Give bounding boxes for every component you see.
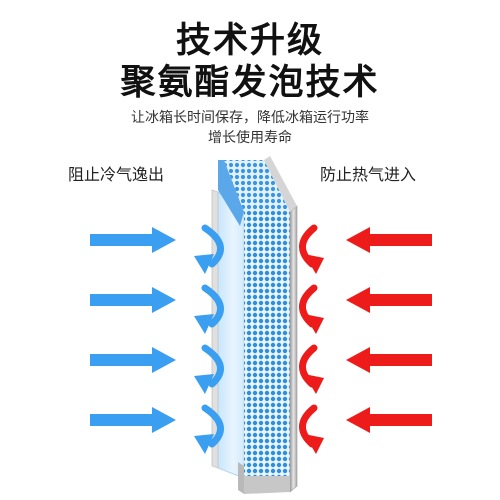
- polyurethane-foam-layer: [218, 160, 290, 476]
- cold-arrow-icon: [90, 347, 176, 373]
- label-block-cold-escape: 阻止冷气逸出: [68, 165, 165, 184]
- hot-arrow-icon: [346, 287, 432, 313]
- hot-arrow-icon: [346, 407, 432, 433]
- subtitle-line-2: 增长使用寿命: [208, 130, 292, 146]
- cold-arrow-icon: [90, 227, 176, 253]
- curved-cold-arrow-icon: [194, 404, 224, 454]
- outer-shell-edge: [238, 156, 298, 494]
- curved-hot-arrow-icon: [299, 404, 324, 454]
- curved-cold-arrow-icon: [194, 284, 224, 334]
- curved-hot-arrow-icon: [299, 284, 324, 334]
- headline-upgrade: 技术升级: [175, 21, 324, 61]
- curved-cold-arrow-icon: [194, 344, 224, 394]
- hot-arrow-icon: [346, 347, 432, 373]
- hot-arrow-icon: [346, 227, 432, 253]
- curved-cold-arrow-icon: [194, 224, 224, 274]
- label-block-heat-entry: 防止热气进入: [320, 165, 417, 184]
- subtitle-line-1: 让冰箱长时间保存，降低冰箱运行功率: [131, 110, 369, 126]
- headline-foam-technology: 聚氨酯发泡技术: [120, 63, 380, 103]
- curved-hot-arrow-icon: [299, 344, 324, 394]
- cold-arrow-icon: [90, 407, 176, 433]
- curved-hot-arrow-icon: [299, 224, 324, 274]
- cold-arrow-icon: [90, 287, 176, 313]
